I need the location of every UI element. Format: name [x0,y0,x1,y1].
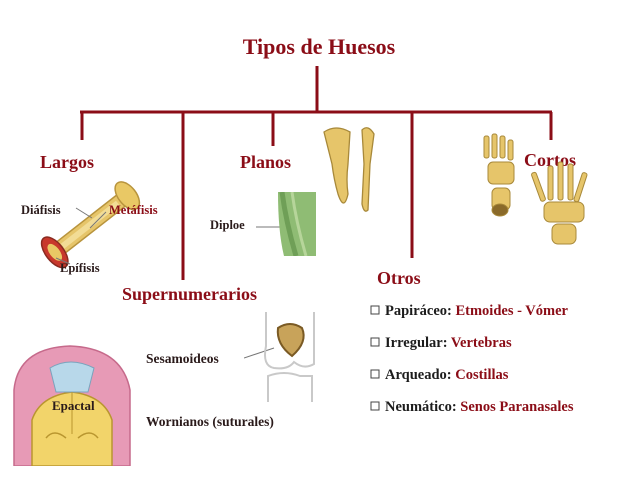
otros-item-example: Costillas [455,367,509,383]
square-bullet-icon [370,304,380,316]
heading-otros: Otros [377,268,421,288]
otros-item-irregular: Irregular: Vertebras [370,335,512,352]
square-bullet-icon [370,368,380,380]
otros-item-label: Papiráceo: [385,303,452,319]
heading-largos: Largos [40,152,94,172]
label-epactal: Epactal [52,398,95,413]
label-wormianos: Wornianos (suturales) [146,414,274,429]
label-diafisis: Diáfisis [21,203,61,217]
largos-pointer-lines [55,207,107,265]
diagram-title: Tipos de Huesos [242,34,396,59]
label-diploe: Diploe [210,218,245,232]
patella-knee-illustration [244,312,315,402]
long-bone-illustration [40,181,141,269]
square-bullet-icon [370,400,380,412]
otros-item-label: Neumático: [385,399,457,415]
label-sesamoideos: Sesamoideos [146,351,219,366]
heading-planos: Planos [240,152,292,172]
otros-item-label: Irregular: [385,335,448,351]
square-bullet-icon [370,336,380,348]
otros-item-papiraceo: Papiráceo: Etmoides - Vómer [370,303,568,320]
skull-epactal-illustration [13,345,131,466]
otros-item-example: Etmoides - Vómer [455,303,568,319]
label-metafisis: Metáfisis [109,203,158,217]
connector-lines [80,66,553,280]
otros-item-neumatico: Neumático: Senos Paranasales [370,399,574,416]
otros-item-example: Vertebras [450,335,512,351]
heading-supernumerarios: Supernumerarios [122,284,257,304]
hand-foot-bones-illustration [483,133,588,245]
flat-bones-illustration [323,127,375,212]
otros-item-arqueado: Arqueado: Costillas [370,367,508,384]
otros-item-example: Senos Paranasales [460,399,574,415]
label-epifisis: Epífisis [60,261,100,275]
otros-item-label: Arqueado: [385,367,452,383]
flat-bone-section-illustration [256,192,316,256]
